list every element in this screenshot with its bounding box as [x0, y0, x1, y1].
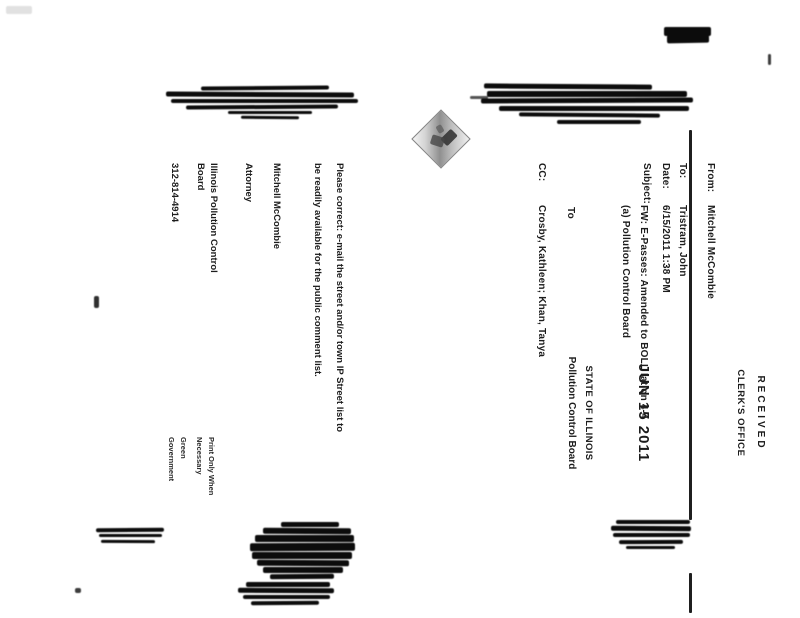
- scan-artifact: [246, 582, 330, 587]
- scan-artifact: [237, 587, 335, 594]
- scan-artifact: [610, 525, 692, 532]
- scan-artifact: [480, 97, 694, 104]
- scan-artifact: [99, 534, 162, 537]
- scan-artifact: [255, 535, 354, 542]
- scan-artifact: [483, 83, 653, 90]
- scan-artifact: [666, 34, 710, 44]
- scan-artifact: [263, 567, 343, 573]
- scan-artifact: [165, 91, 355, 98]
- scan-artifact: [240, 115, 300, 120]
- scan-artifact: [94, 296, 99, 308]
- scan-artifact: [626, 546, 675, 549]
- scan-artifact: [249, 542, 356, 552]
- scan-artifact: [768, 54, 771, 65]
- scan-artifact: [262, 527, 352, 535]
- scan-artifact: [243, 595, 330, 599]
- scan-artifact: [616, 520, 690, 524]
- scan-artifact: [100, 539, 156, 544]
- scan-artifact: [487, 91, 687, 97]
- scan-artifact: [664, 27, 711, 36]
- scan-artifact: [250, 600, 320, 606]
- scan-artifact: [518, 112, 661, 118]
- scan-artifact: [200, 85, 330, 91]
- scan-artifact: [613, 533, 690, 537]
- scan-artifact: [95, 527, 165, 533]
- scan-artifact: [470, 96, 488, 99]
- scan-artifact: [185, 104, 339, 110]
- scan-artifact: [75, 588, 81, 593]
- scan-artifact: [499, 106, 689, 111]
- scan-artifact: [252, 552, 352, 559]
- scan-artifact: [228, 111, 312, 114]
- scan-artifact: [618, 539, 684, 545]
- scan-artifact: [269, 573, 335, 580]
- scan-artifact: [557, 120, 641, 124]
- scan-artifact: [281, 522, 339, 527]
- scan-artifact: [256, 559, 350, 567]
- scan-artifact: [171, 99, 358, 103]
- scan-artifact: [6, 6, 32, 14]
